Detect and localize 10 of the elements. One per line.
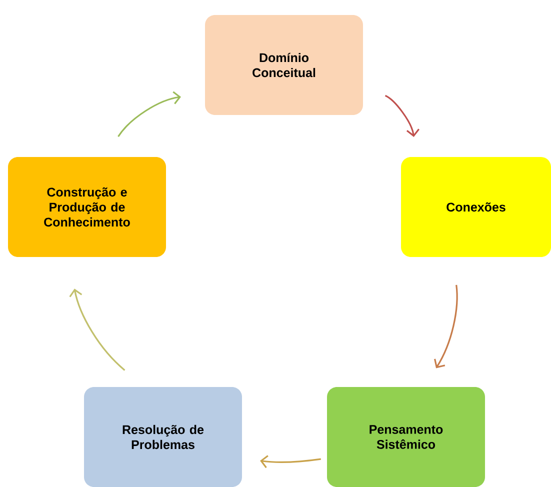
process-box: Construção e Produção de Conhecimento <box>8 157 166 257</box>
process-box: Pensamento Sistêmico <box>327 387 485 487</box>
process-box: Domínio Conceitual <box>205 15 363 115</box>
arrow <box>384 94 420 137</box>
process-box: Resolução de Problemas <box>84 387 242 487</box>
arrow <box>118 91 181 138</box>
arrow <box>260 455 321 468</box>
arrow <box>69 288 126 371</box>
arrow <box>434 284 458 368</box>
process-box: Conexões <box>401 157 551 257</box>
